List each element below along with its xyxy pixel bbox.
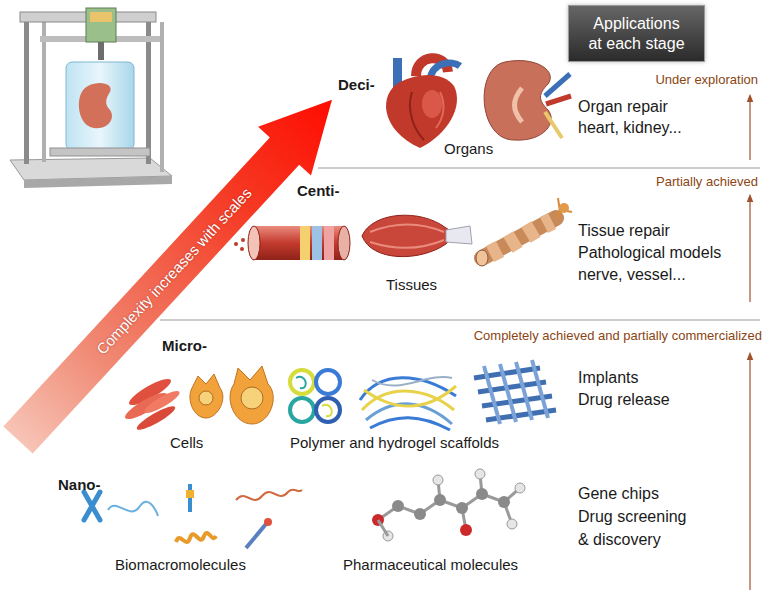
scaffold-icons (290, 360, 556, 430)
stage-divider (160, 319, 760, 320)
muscle-icon (362, 215, 472, 256)
scale-prefix: Deci- (338, 76, 375, 93)
arrow-label: Complexity increases with scales (93, 184, 255, 357)
application-text: Drug release (578, 391, 670, 409)
application-text: Organ repair (578, 98, 668, 116)
progress-arrow (749, 98, 750, 160)
scale-prefix: Nano- (58, 476, 101, 493)
status-note: Under exploration (655, 73, 758, 88)
bioprinter (10, 8, 172, 188)
item-label: Biomacromolecules (115, 556, 246, 573)
item-label: Cells (170, 434, 203, 451)
scale-prefix: Centi- (297, 182, 340, 199)
application-text: heart, kidney... (578, 119, 682, 137)
nerve-icon (476, 198, 572, 266)
application-text: Pathological models (578, 244, 721, 262)
status-note: Completely achieved and partially commer… (474, 329, 762, 344)
scale-prefix: Micro- (162, 337, 207, 354)
application-text: nerve, vessel... (578, 266, 686, 284)
heading-box: Applications at each stage (568, 5, 705, 62)
application-text: Implants (578, 369, 638, 387)
item-label: Tissues (386, 276, 437, 293)
application-text: Gene chips (578, 485, 659, 503)
complexity-arrow (0, 75, 358, 464)
vessel-icon (234, 226, 350, 260)
biomolecule-icons (84, 484, 302, 548)
kidney-icon (484, 61, 571, 141)
progress-arrow (749, 198, 750, 302)
molecule-icon (372, 469, 525, 541)
progress-arrow (749, 356, 750, 590)
item-label: Pharmaceutical molecules (343, 556, 518, 573)
status-note: Partially achieved (656, 175, 758, 190)
heart-icon (386, 58, 460, 148)
application-text: Drug screening (578, 508, 687, 526)
stage-divider (318, 167, 760, 168)
application-text: & discovery (578, 531, 661, 549)
item-label: Organs (444, 140, 493, 157)
heading-text: Applications at each stage (586, 14, 687, 52)
cells-icon (122, 366, 273, 433)
application-text: Tissue repair (578, 222, 670, 240)
item-label: Polymer and hydrogel scaffolds (290, 434, 499, 451)
